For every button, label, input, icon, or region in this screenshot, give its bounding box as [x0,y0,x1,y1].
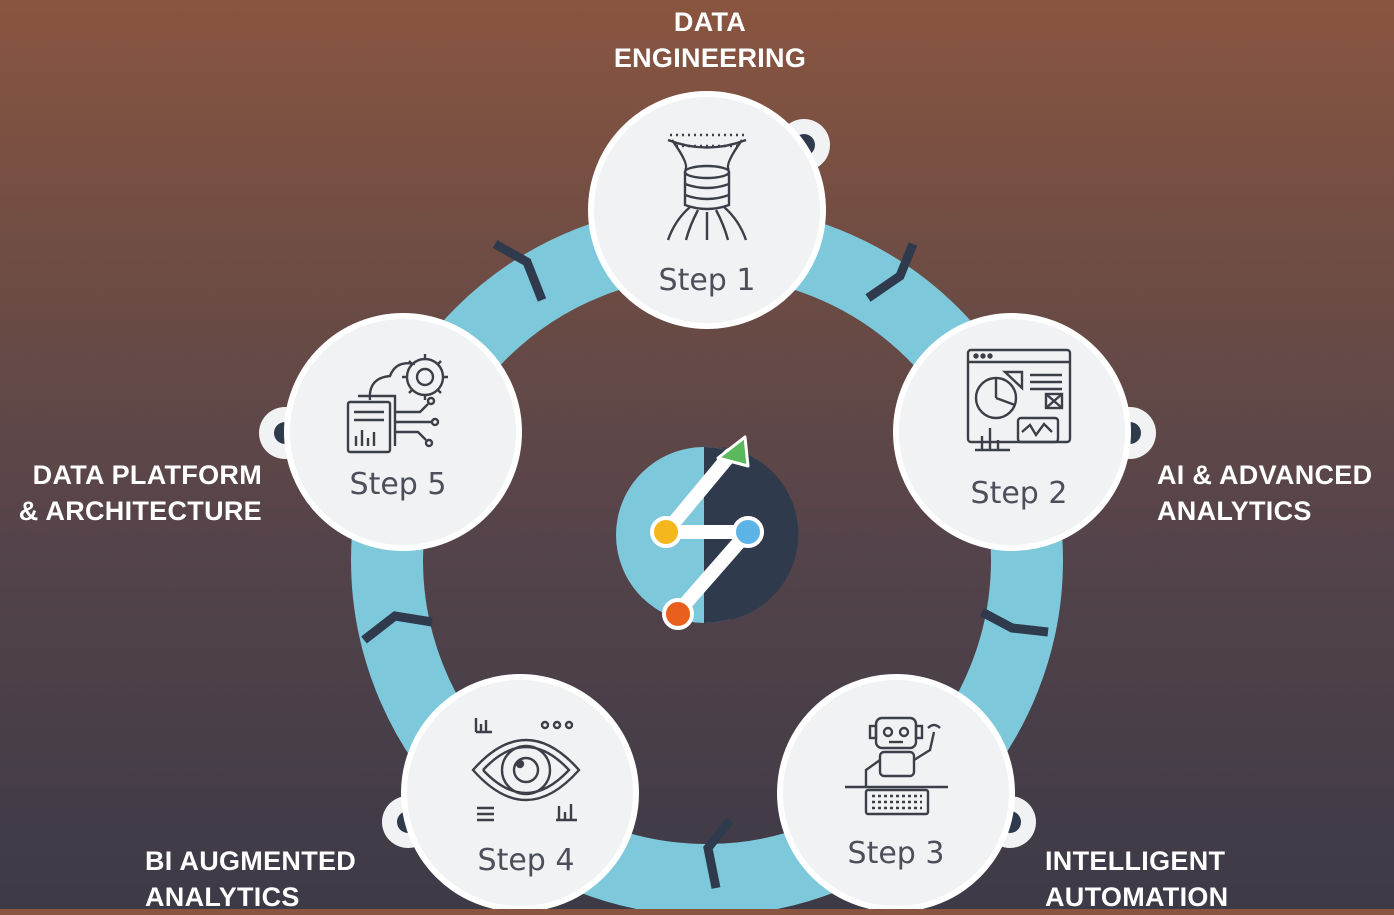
stage-1-title: DATA ENGINEERING [560,4,860,76]
step-5-node[interactable]: Step 5 [284,313,522,551]
stage-1-title-line2: ENGINEERING [613,43,807,73]
stage-5-title-line1: DATA PLATFORM [32,460,262,490]
step-2-node[interactable]: Step 2 [893,313,1131,551]
orange-dot [662,598,694,630]
stage-5-title: DATA PLATFORM & ARCHITECTURE [4,457,262,529]
stage-3-title-line1: INTELLIGENT [1045,846,1226,876]
flow-logo-icon [616,435,799,630]
chevron-5 [361,611,433,644]
stage-2-title-line1: AI & ADVANCED [1157,460,1373,490]
blue-dot [732,516,764,548]
step-3-node[interactable]: Step 3 [777,674,1015,909]
stage-2-title: AI & ADVANCED ANALYTICS [1157,457,1372,529]
chevron-3 [979,608,1049,637]
robot-icon [845,716,948,816]
ring-chevrons [361,240,1049,889]
step-2-label: Step 2 [971,476,1068,511]
stage-2-title-line2: ANALYTICS [1157,496,1312,526]
step-4-label: Step 4 [478,843,575,878]
cloud-gear-icon [346,354,448,454]
stage-3-title-line2: AUTOMATION [1045,882,1229,912]
stage-4-title-line1: BI AUGMENTED [145,846,357,876]
step-1-node[interactable]: Step 1 [588,91,826,329]
step-4-node[interactable]: Step 4 [401,674,639,909]
chevron-2 [865,242,918,302]
step-1-label: Step 1 [659,263,756,298]
yellow-dot [650,516,682,548]
step-5-label: Step 5 [350,467,447,502]
stage-5-title-line2: & ARCHITECTURE [18,496,262,526]
step-3-label: Step 3 [848,836,945,871]
database-icon [666,133,748,241]
analytics-dashboard-icon [966,348,1072,452]
stage-3-title: INTELLIGENT AUTOMATION [1045,843,1228,915]
chevron-4 [703,817,734,889]
arrow-head-icon [716,435,750,468]
eye-analytics-icon [471,718,581,822]
stage-1-title-line1: DATA [673,7,747,37]
stage-4-title: BI AUGMENTED ANALYTICS [145,843,356,915]
stage-4-title-line2: ANALYTICS [145,882,300,912]
chevron-1 [492,240,547,302]
